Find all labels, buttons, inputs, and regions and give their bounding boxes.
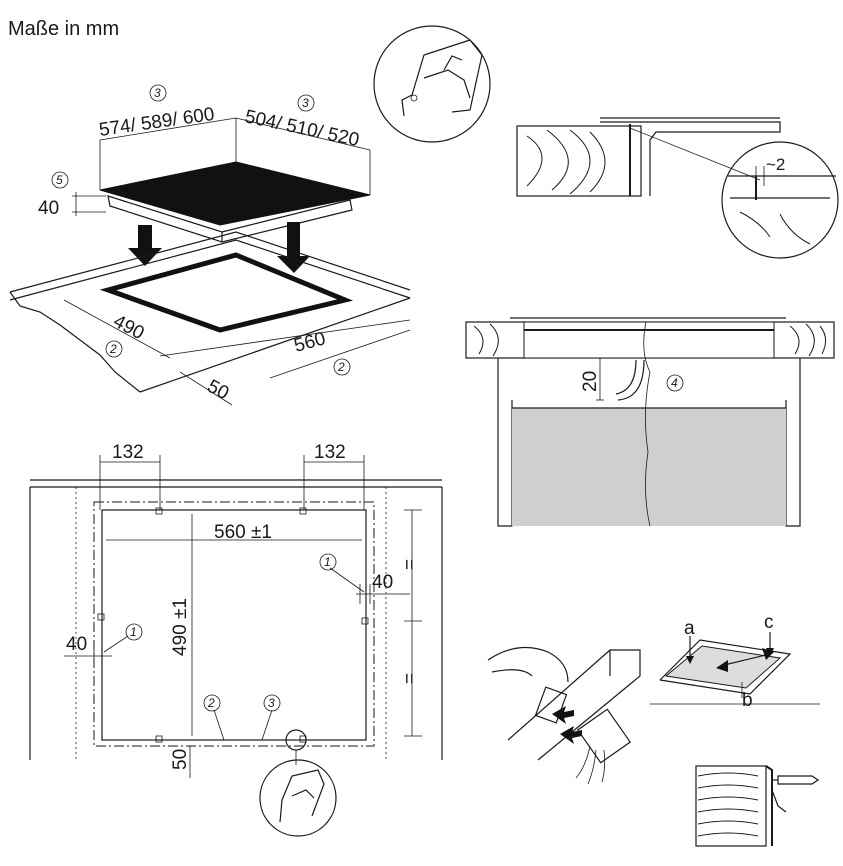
svg-text:3: 3 — [154, 86, 161, 100]
hand-removal — [487, 646, 641, 785]
ref-marker-3b: 3 — [297, 94, 315, 112]
dim-clip-left: 132 — [112, 442, 144, 463]
arrow-down-left — [128, 225, 162, 266]
screwdriver-detail — [695, 765, 820, 847]
arrow-down-right — [277, 222, 310, 273]
dim-plan-depth: 490 ±1 — [170, 598, 191, 656]
svg-text:2: 2 — [109, 342, 117, 356]
dim-hob-height: 40 — [38, 198, 59, 219]
hob-glass — [99, 161, 371, 226]
dim-cutout-depth: 490 — [110, 311, 148, 344]
svg-text:3: 3 — [268, 696, 275, 710]
dim-hob-depth: 504/ 510/ 520 — [243, 106, 361, 151]
page-title: Maße in mm — [8, 18, 120, 40]
hob-perspective — [9, 117, 411, 406]
edge-section — [516, 117, 839, 259]
dim-plan-width: 560 ±1 — [214, 522, 272, 543]
dim-hob-width: 574/ 589/ 600 — [98, 104, 216, 141]
dim-front: 50 — [170, 749, 191, 770]
svg-text:5: 5 — [56, 173, 63, 187]
label-a: a — [684, 618, 695, 639]
dim-side-right: 40 — [372, 572, 393, 593]
ref-marker-3a: 3 — [149, 84, 167, 102]
svg-text:4: 4 — [671, 376, 678, 390]
svg-text:2: 2 — [337, 360, 345, 374]
equal-mark-top: = — [400, 559, 421, 570]
label-c: c — [764, 612, 774, 633]
svg-text:3: 3 — [302, 96, 309, 110]
plan-view — [29, 455, 443, 837]
dim-gap: ~2 — [766, 155, 785, 174]
ref-marker-2a: 2 — [105, 340, 123, 358]
clamp-detail — [373, 25, 491, 143]
dim-clearance: 20 — [580, 371, 601, 392]
dim-clip-right: 132 — [314, 442, 346, 463]
svg-text:1: 1 — [324, 555, 331, 569]
ref-marker-4: 4 — [666, 374, 684, 392]
dim-cutout-width: 560 — [292, 328, 328, 356]
label-b: b — [742, 690, 753, 711]
svg-text:1: 1 — [130, 625, 137, 639]
dim-edge-distance: 50 — [204, 376, 233, 404]
ref-marker-5: 5 — [51, 171, 69, 189]
ref-marker-3: 3 — [263, 694, 281, 712]
hob-lift-out — [650, 632, 820, 705]
ref-marker-2b: 2 — [333, 358, 351, 376]
ref-marker-1a: 1 — [319, 553, 337, 571]
equal-mark-bottom: = — [400, 673, 421, 684]
cross-section — [465, 317, 835, 527]
ref-marker-2: 2 — [203, 694, 221, 712]
svg-text:2: 2 — [207, 696, 215, 710]
ref-marker-1b: 1 — [125, 623, 143, 641]
worktop-cutout — [99, 252, 354, 333]
dim-side-left: 40 — [66, 634, 87, 655]
